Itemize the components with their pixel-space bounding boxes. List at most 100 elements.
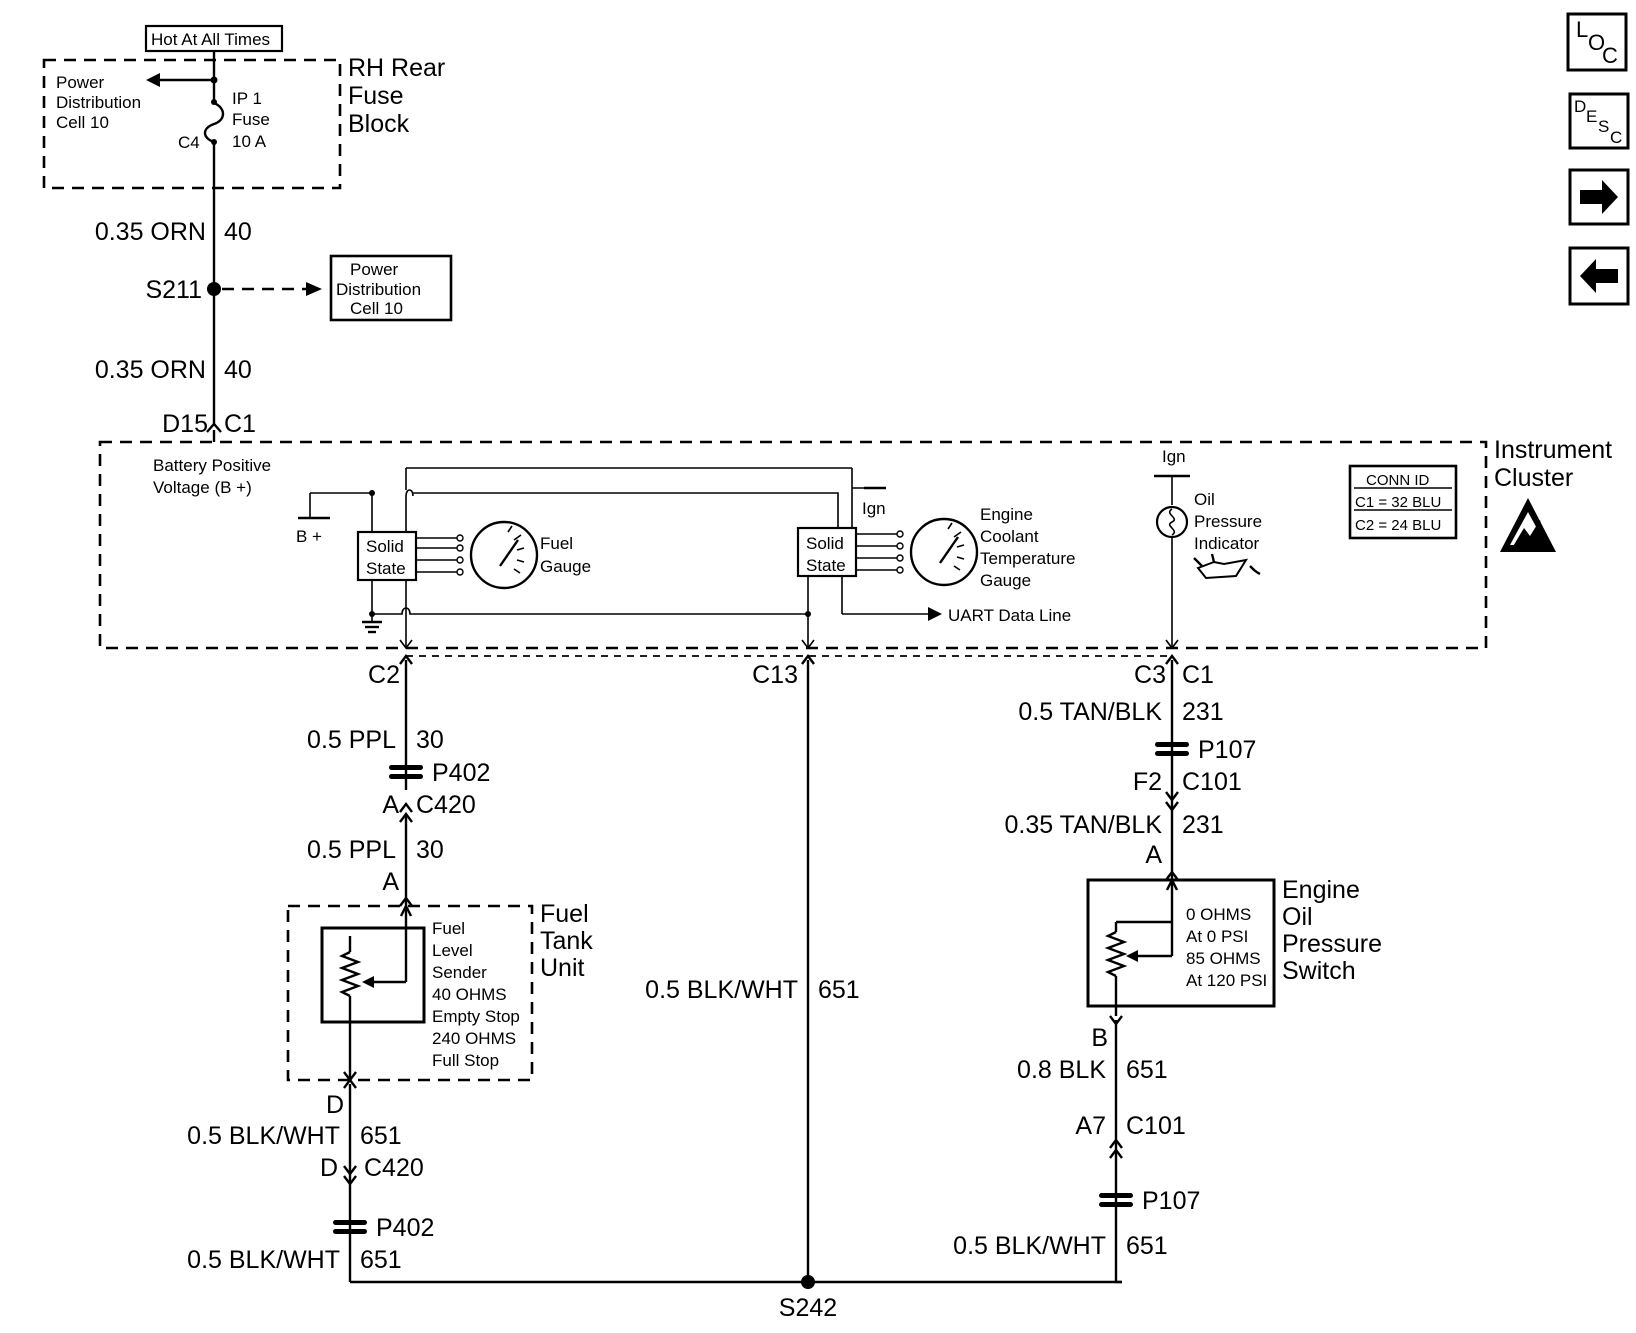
arrow-left-icon: [146, 73, 160, 87]
loc-letter-3: C: [1602, 43, 1618, 68]
c101-bottom-label: C101: [1126, 1112, 1186, 1140]
loc-button[interactable]: L O C: [1566, 12, 1628, 72]
sender-label-4: 40 OHMS: [432, 985, 507, 1004]
solid-state-fuel: [356, 530, 418, 582]
switch-label-2: Oil: [1282, 903, 1313, 931]
conn-id-box: [1348, 464, 1458, 540]
sender-label-1: Fuel: [432, 919, 465, 938]
connector-c3: C3: [1134, 661, 1166, 689]
center-wire-color: 0.5 BLK/WHT: [645, 976, 798, 1004]
fuse-block-name-2: Fuse: [348, 82, 404, 110]
desc-button[interactable]: D E S C: [1568, 92, 1630, 150]
center-wire-circuit: 651: [818, 976, 860, 1004]
sender-label-2: Level: [432, 941, 473, 960]
oil-can-icon: [1193, 553, 1261, 580]
pdc-ref-label-3: Cell 10: [350, 299, 403, 318]
solid-state-fuel-label-1: Solid: [366, 537, 404, 556]
fuel-gauge-icon: [469, 520, 539, 590]
feed-wire2-circuit: 40: [224, 356, 252, 384]
ect-label-1: Engine: [980, 505, 1033, 524]
sender-label-3: Sender: [432, 963, 487, 982]
splice-s211: [207, 282, 221, 296]
oil-indicator-label-1: Oil: [1194, 490, 1215, 509]
hot-at-all-times-label: Hot At All Times: [151, 30, 270, 49]
esd-warning-icon: [1500, 498, 1556, 552]
switch-spec-1: 0 OHMS: [1186, 905, 1251, 924]
fuse-block-name-3: Block: [348, 110, 410, 138]
tank-label-1: Fuel: [540, 900, 589, 928]
fuse-connector-label: C4: [178, 133, 200, 152]
back-button[interactable]: [1568, 246, 1630, 306]
uart-label: UART Data Line: [948, 606, 1071, 625]
right-w2-circuit: 231: [1182, 811, 1224, 839]
splice-s211-label: S211: [145, 276, 202, 304]
loc-letter-1: L: [1576, 17, 1588, 42]
conn-id-title: CONN ID: [1366, 472, 1430, 489]
arrow-right-nav-icon: [1580, 180, 1618, 214]
fuse-icon: [203, 101, 225, 144]
p402-bottom-label: P402: [376, 1214, 434, 1242]
ign-label-1: Ign: [862, 499, 886, 518]
desc-letter-3: S: [1598, 117, 1609, 136]
ect-label-3: Temperature: [980, 549, 1075, 568]
ect-label-4: Gauge: [980, 571, 1031, 590]
left-w1-color: 0.5 PPL: [307, 726, 396, 754]
left-pin-d2: D: [320, 1154, 338, 1182]
ign-label-2: Ign: [1162, 447, 1186, 466]
connector-c2: C2: [368, 661, 400, 689]
switch-label-1: Engine: [1282, 876, 1360, 904]
pdc-label-1: Power: [56, 73, 105, 92]
switch-spec-2: At 0 PSI: [1186, 927, 1248, 946]
fuel-level-sender-box: [320, 926, 426, 1024]
bplus-label-1: Battery Positive: [153, 456, 271, 475]
right-w1-circuit: 231: [1182, 698, 1224, 726]
pdc-reference-box: [329, 254, 453, 322]
fuse-label-3: 10 A: [232, 132, 267, 151]
fuse-block-outline: [42, 58, 342, 190]
indicator-lamp-icon: [1155, 505, 1189, 539]
feed-wire1-circuit: 40: [224, 218, 252, 246]
c420-bottom-label: C420: [364, 1154, 424, 1182]
feed-wire2-color: 0.35 ORN: [95, 356, 206, 384]
desc-letter-4: C: [1610, 128, 1622, 147]
left-w3-color: 0.5 BLK/WHT: [187, 1122, 340, 1150]
left-pin-a2: A: [382, 868, 399, 896]
coolant-gauge-icon: [909, 517, 979, 587]
connector-c1-top: C1: [224, 410, 256, 438]
feed-wire1-color: 0.35 ORN: [95, 218, 206, 246]
oil-switch-resistor-icon: [1104, 930, 1128, 978]
right-branch: C3 C1 0.5 TAN/BLK 231 P107 F2 C101 0.35 …: [953, 654, 1382, 1284]
uart-arrow-icon: [928, 607, 942, 621]
connector-c1-bottom: C1: [1182, 661, 1214, 689]
left-pin-a1: A: [382, 791, 399, 819]
conn-id-row-1: C1 = 32 BLU: [1355, 494, 1441, 511]
p107-bottom-icon: [1099, 1193, 1133, 1207]
splice-s242-label: S242: [779, 1294, 837, 1322]
p402-top-label: P402: [432, 759, 490, 787]
sender-label-7: Full Stop: [432, 1051, 499, 1070]
ect-label-2: Coolant: [980, 527, 1039, 546]
c101-top-label: C101: [1182, 768, 1242, 796]
bplus-label-2: Voltage (B +): [153, 478, 252, 497]
right-pin-b: B: [1091, 1024, 1108, 1052]
p402-top-icon: [389, 765, 423, 779]
right-w1-color: 0.5 TAN/BLK: [1018, 698, 1162, 726]
right-pin-f2: F2: [1133, 768, 1162, 796]
p107-top-label: P107: [1198, 736, 1256, 764]
splice-s242: [801, 1275, 815, 1289]
right-w3-color: 0.8 BLK: [1017, 1056, 1106, 1084]
desc-letter-1: D: [1574, 97, 1586, 116]
arrow-right-icon: [306, 282, 322, 296]
cluster-name-2: Cluster: [1494, 464, 1573, 492]
switch-wiper-arrow-icon: [1126, 950, 1138, 962]
left-branch: C2 0.5 PPL 30 P402 A C420 0.5 PPL 30 A F…: [187, 654, 593, 1274]
pin-d15: D15: [162, 410, 208, 438]
right-w4-color: 0.5 BLK/WHT: [953, 1232, 1106, 1260]
fuel-sender-resistor-icon: [338, 950, 362, 998]
connector-c13: C13: [752, 661, 798, 689]
oil-indicator-label-3: Indicator: [1194, 534, 1260, 553]
left-w3-circuit: 651: [360, 1122, 402, 1150]
next-button[interactable]: [1568, 168, 1630, 226]
pdc-label-3: Cell 10: [56, 113, 109, 132]
pdc-ref-label-2: Distribution: [336, 280, 421, 299]
